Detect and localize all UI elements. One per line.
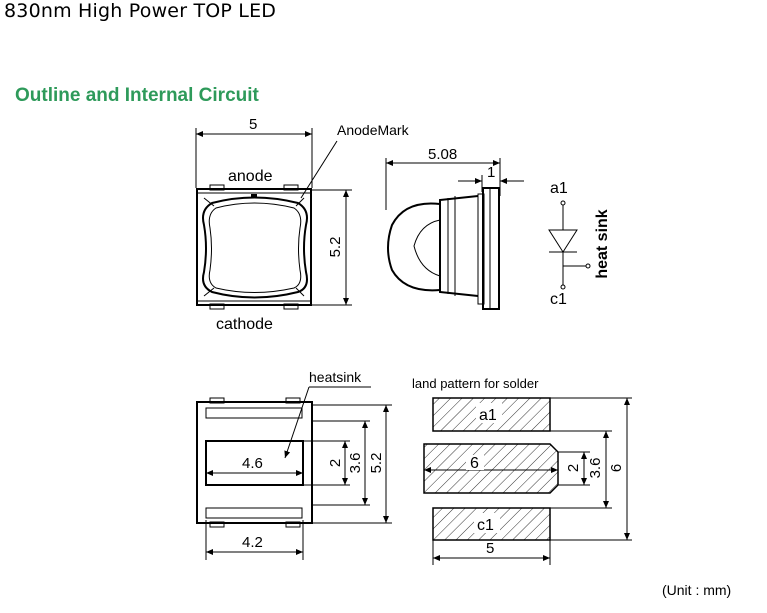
cathode-pin-label: c1: [550, 291, 567, 308]
land-width-dim: 5: [486, 540, 494, 557]
top-width-dim: 5: [249, 116, 257, 133]
anode-mark: [251, 194, 257, 198]
land-overall-dim: 6: [608, 464, 625, 472]
section-title: Outline and Internal Circuit: [15, 85, 259, 106]
side-overall-dim: 5.08: [428, 146, 457, 163]
diode-symbol: [548, 229, 578, 253]
land-pattern-caption: land pattern for solder: [412, 376, 539, 391]
land-inner-dim: 3.6: [587, 458, 604, 479]
heat-sink-label: heat sink: [594, 209, 611, 278]
land-pad-center: [423, 443, 559, 494]
land-pattern: land pattern for solder a1 6 c1 5 2 3.6 …: [412, 376, 632, 565]
unit-note: (Unit : mm): [662, 582, 731, 598]
bottom-overall-height-dim: 5.2: [368, 453, 385, 474]
cathode-label: cathode: [216, 316, 273, 333]
bottom-view: 4.6 heatsink 4.2 2 3.6 5.2: [196, 369, 392, 560]
anode-pin-label: a1: [550, 180, 568, 197]
anode-label: anode: [228, 168, 273, 185]
land-pad-center-label: 6: [470, 455, 479, 472]
bottom-inner-height-dim: 3.6: [347, 453, 364, 474]
side-lens: [387, 202, 441, 292]
side-flange-dim: 1: [487, 164, 495, 181]
land-pad-height-dim: 2: [565, 464, 582, 472]
page-title: 830nm High Power TOP LED: [4, 0, 277, 22]
side-view: 5.08 1: [385, 146, 524, 310]
internal-circuit: a1 c1 heat sink: [548, 180, 611, 308]
land-pad-c1-label: c1: [477, 517, 494, 534]
top-height-dim: 5.2: [327, 237, 344, 258]
pad-width-dim: 4.6: [242, 455, 263, 472]
heatsink-label: heatsink: [309, 369, 362, 385]
land-pad-a1-label: a1: [479, 407, 497, 424]
bottom-width-dim: 4.2: [242, 534, 263, 551]
top-view: 5 anode cathode AnodeMark 5.2: [195, 116, 410, 333]
bottom-pad-height-dim: 2: [327, 459, 344, 467]
heatsink-pad: [205, 440, 304, 486]
led-body: [196, 188, 312, 306]
lens-outline: [202, 196, 308, 299]
anode-mark-label: AnodeMark: [337, 122, 410, 138]
